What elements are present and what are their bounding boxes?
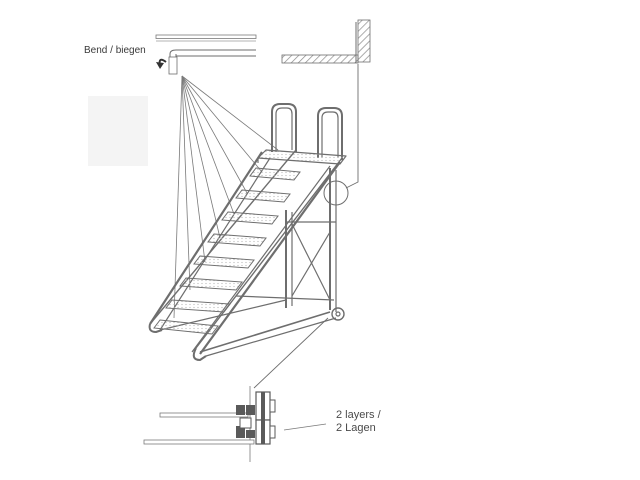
- background-smudge: [88, 96, 148, 166]
- leader-lines-fan: [173, 75, 279, 319]
- layers-label: 2 layers / 2 Lagen: [336, 409, 381, 435]
- wall-detail: [281, 19, 371, 189]
- bend-detail: [155, 34, 257, 75]
- layer-detail: [143, 386, 327, 462]
- leader-line-bottom: [253, 317, 329, 389]
- bend-arrow-icon: [156, 58, 167, 69]
- bend-label: Bend / biegen: [84, 45, 146, 56]
- layers-label-line2: 2 Lagen: [336, 422, 376, 434]
- stair-treads: [153, 167, 301, 335]
- joint-highlight-circle: [323, 180, 349, 206]
- layers-label-line1: 2 layers /: [336, 409, 381, 421]
